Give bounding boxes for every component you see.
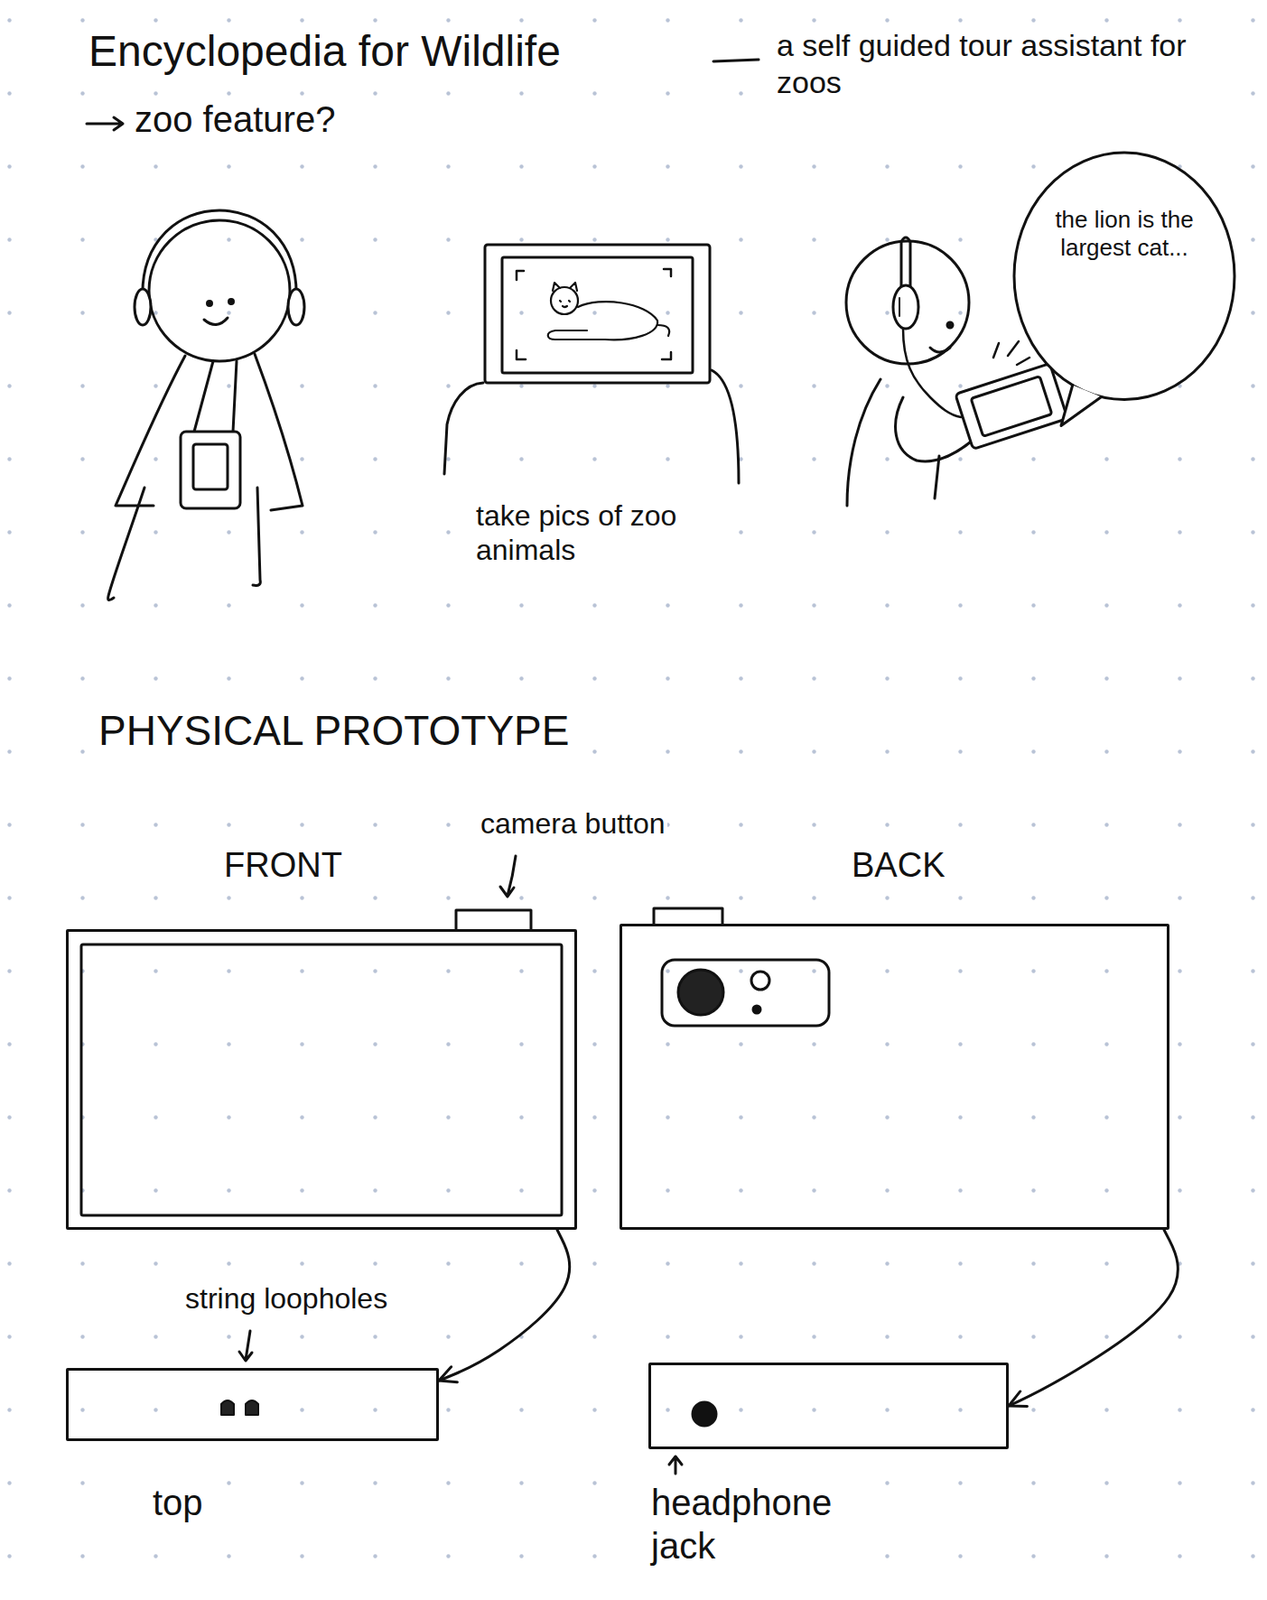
string-loophole [221,1400,259,1416]
smile [204,317,228,326]
bubble-tail [1061,384,1102,426]
speech-bubble: the lion is the largest cat... [1011,149,1238,430]
hand [711,370,739,484]
camera-button [653,908,723,924]
headphone-cup [134,288,151,326]
headphone-jack [692,1402,717,1426]
device-screen [970,376,1053,438]
smile [930,347,951,353]
node-heading: the lion is the largest cat... [1043,205,1206,262]
device-top-view: top [65,1368,439,1442]
tablet-screen [502,257,693,373]
section-heading: PHYSICAL PROTOTYPE [96,706,571,756]
lion-head [550,287,578,315]
body-line [108,487,145,601]
device-back-view: BACK [619,923,1170,1230]
node-heading: BACK [849,845,947,887]
body-line [934,456,940,499]
curved-arrow [438,1229,570,1381]
lion-tail [657,325,670,336]
lion-body [548,301,658,340]
screen-outline [81,944,562,1216]
viewfinder-corners [516,269,671,360]
headphone-detail [898,298,901,317]
node-heading: headphone jack [649,1481,870,1568]
body-line [847,379,881,506]
lion-ears [552,282,578,291]
body-line [254,354,303,511]
body-line [252,487,261,586]
tablet-figure [444,244,739,484]
lion-doodle [548,282,670,340]
page-title: Encyclopedia for Wildlife [86,25,563,78]
eye [207,301,213,307]
sound-marks [993,341,1030,365]
headphone-cable [903,328,961,418]
part-label: camera button [478,806,668,841]
bubble-ellipse [1014,152,1235,401]
title-dash [713,59,759,62]
device [955,363,1068,450]
curved-arrow [1008,1229,1178,1407]
camera-module [661,959,830,1026]
device-screen [193,444,228,490]
eye [947,322,953,328]
bubble-outline [1011,149,1238,430]
person-figure [108,210,305,601]
leader-arrow [669,1456,682,1474]
subtitle-note: a self guided tour assistant for zoos [774,27,1194,102]
headphone-cup [893,285,919,329]
note-arrow [86,117,123,131]
tablet [484,244,710,383]
lanyard [194,361,237,432]
leader-arrow [500,856,516,897]
side-note: zoo feature? [132,97,337,141]
headphone-cup [288,288,305,326]
headphone-band [901,237,911,289]
node-heading: top [150,1481,205,1525]
lion-face [559,300,570,308]
mic-hole [753,1006,761,1014]
hand [444,382,484,475]
device [180,431,241,509]
camera-lens [678,969,724,1016]
leader-arrow [239,1331,252,1361]
device-bottom-view: headphone jack [648,1362,1009,1450]
body-line [115,355,186,506]
part-label: string loopholes [183,1281,390,1316]
camera-button [456,910,532,930]
eye [229,299,234,305]
head [149,220,290,362]
device-front-view: FRONT [65,929,578,1230]
node-heading: FRONT [222,845,345,887]
headphone-band [142,210,297,300]
head [846,241,969,364]
handheld-device [955,363,1068,450]
flash [751,971,770,990]
figure-caption: take pics of zoo animals [474,498,686,569]
